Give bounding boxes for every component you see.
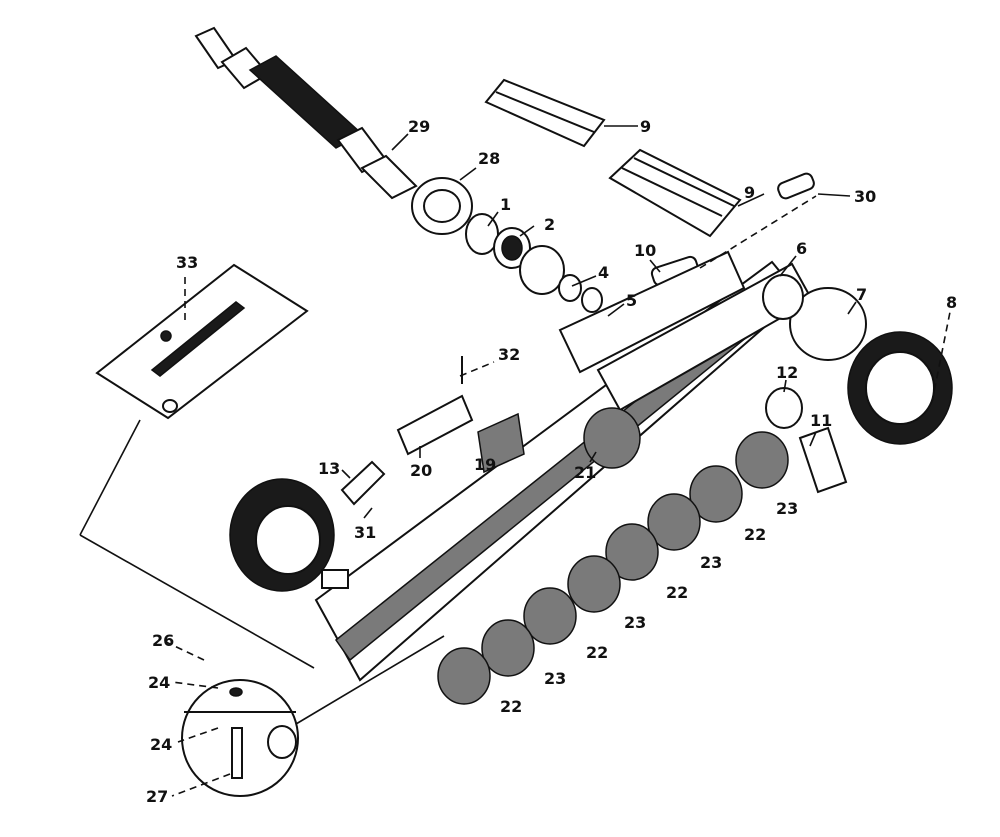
plate-inset [95,263,309,420]
callout-22-4: 22 [500,697,522,716]
callout-20: 20 [410,461,432,480]
sprocket-parts [762,274,953,445]
callout-7: 7 [856,285,867,304]
callout-26: 26 [152,631,174,650]
callout-22-3: 22 [586,643,608,662]
callout-29: 29 [408,117,430,136]
callout-9-lower: 9 [744,183,755,202]
callout-24-lower: 24 [150,735,172,754]
callout-24-upper: 24 [148,673,170,692]
callout-23-1: 23 [776,499,798,518]
track-shoe-parts [484,78,742,238]
callout-21: 21 [574,463,596,482]
bearing-ring-part [411,177,473,235]
chain-link-parts [650,172,815,287]
connector-lines [79,195,817,725]
callout-28: 28 [478,149,500,168]
callout-4: 4 [598,263,609,282]
callout-27: 27 [146,787,168,806]
detail-circle [181,679,299,797]
callout-32: 32 [498,345,520,364]
callout-labels: 1 2 4 5 6 7 8 9 9 10 11 12 13 19 20 21 2… [146,117,957,806]
leader-lines [165,125,951,797]
callout-22-2: 22 [666,583,688,602]
drive-shaft-part [194,26,418,200]
tensioner-parts [340,356,525,506]
callout-22-1: 22 [744,525,766,544]
callout-12: 12 [776,363,798,382]
callout-23-4: 23 [544,669,566,688]
callout-2: 2 [544,215,555,234]
callout-6: 6 [796,239,807,258]
callout-10: 10 [634,241,656,260]
callout-1: 1 [500,195,511,214]
callout-30: 30 [854,187,876,206]
callout-19: 19 [474,455,496,474]
callout-31: 31 [354,523,376,542]
bearing-seal-parts [465,213,616,331]
callout-23-2: 23 [700,553,722,572]
roller-parts [437,407,789,705]
idler-wheel-part [229,478,349,592]
callout-11: 11 [810,411,832,430]
callout-23-3: 23 [624,613,646,632]
callout-5: 5 [626,291,637,310]
callout-8: 8 [946,293,957,312]
callout-13: 13 [318,459,340,478]
callout-9-upper: 9 [640,117,651,136]
callout-33: 33 [176,253,198,272]
